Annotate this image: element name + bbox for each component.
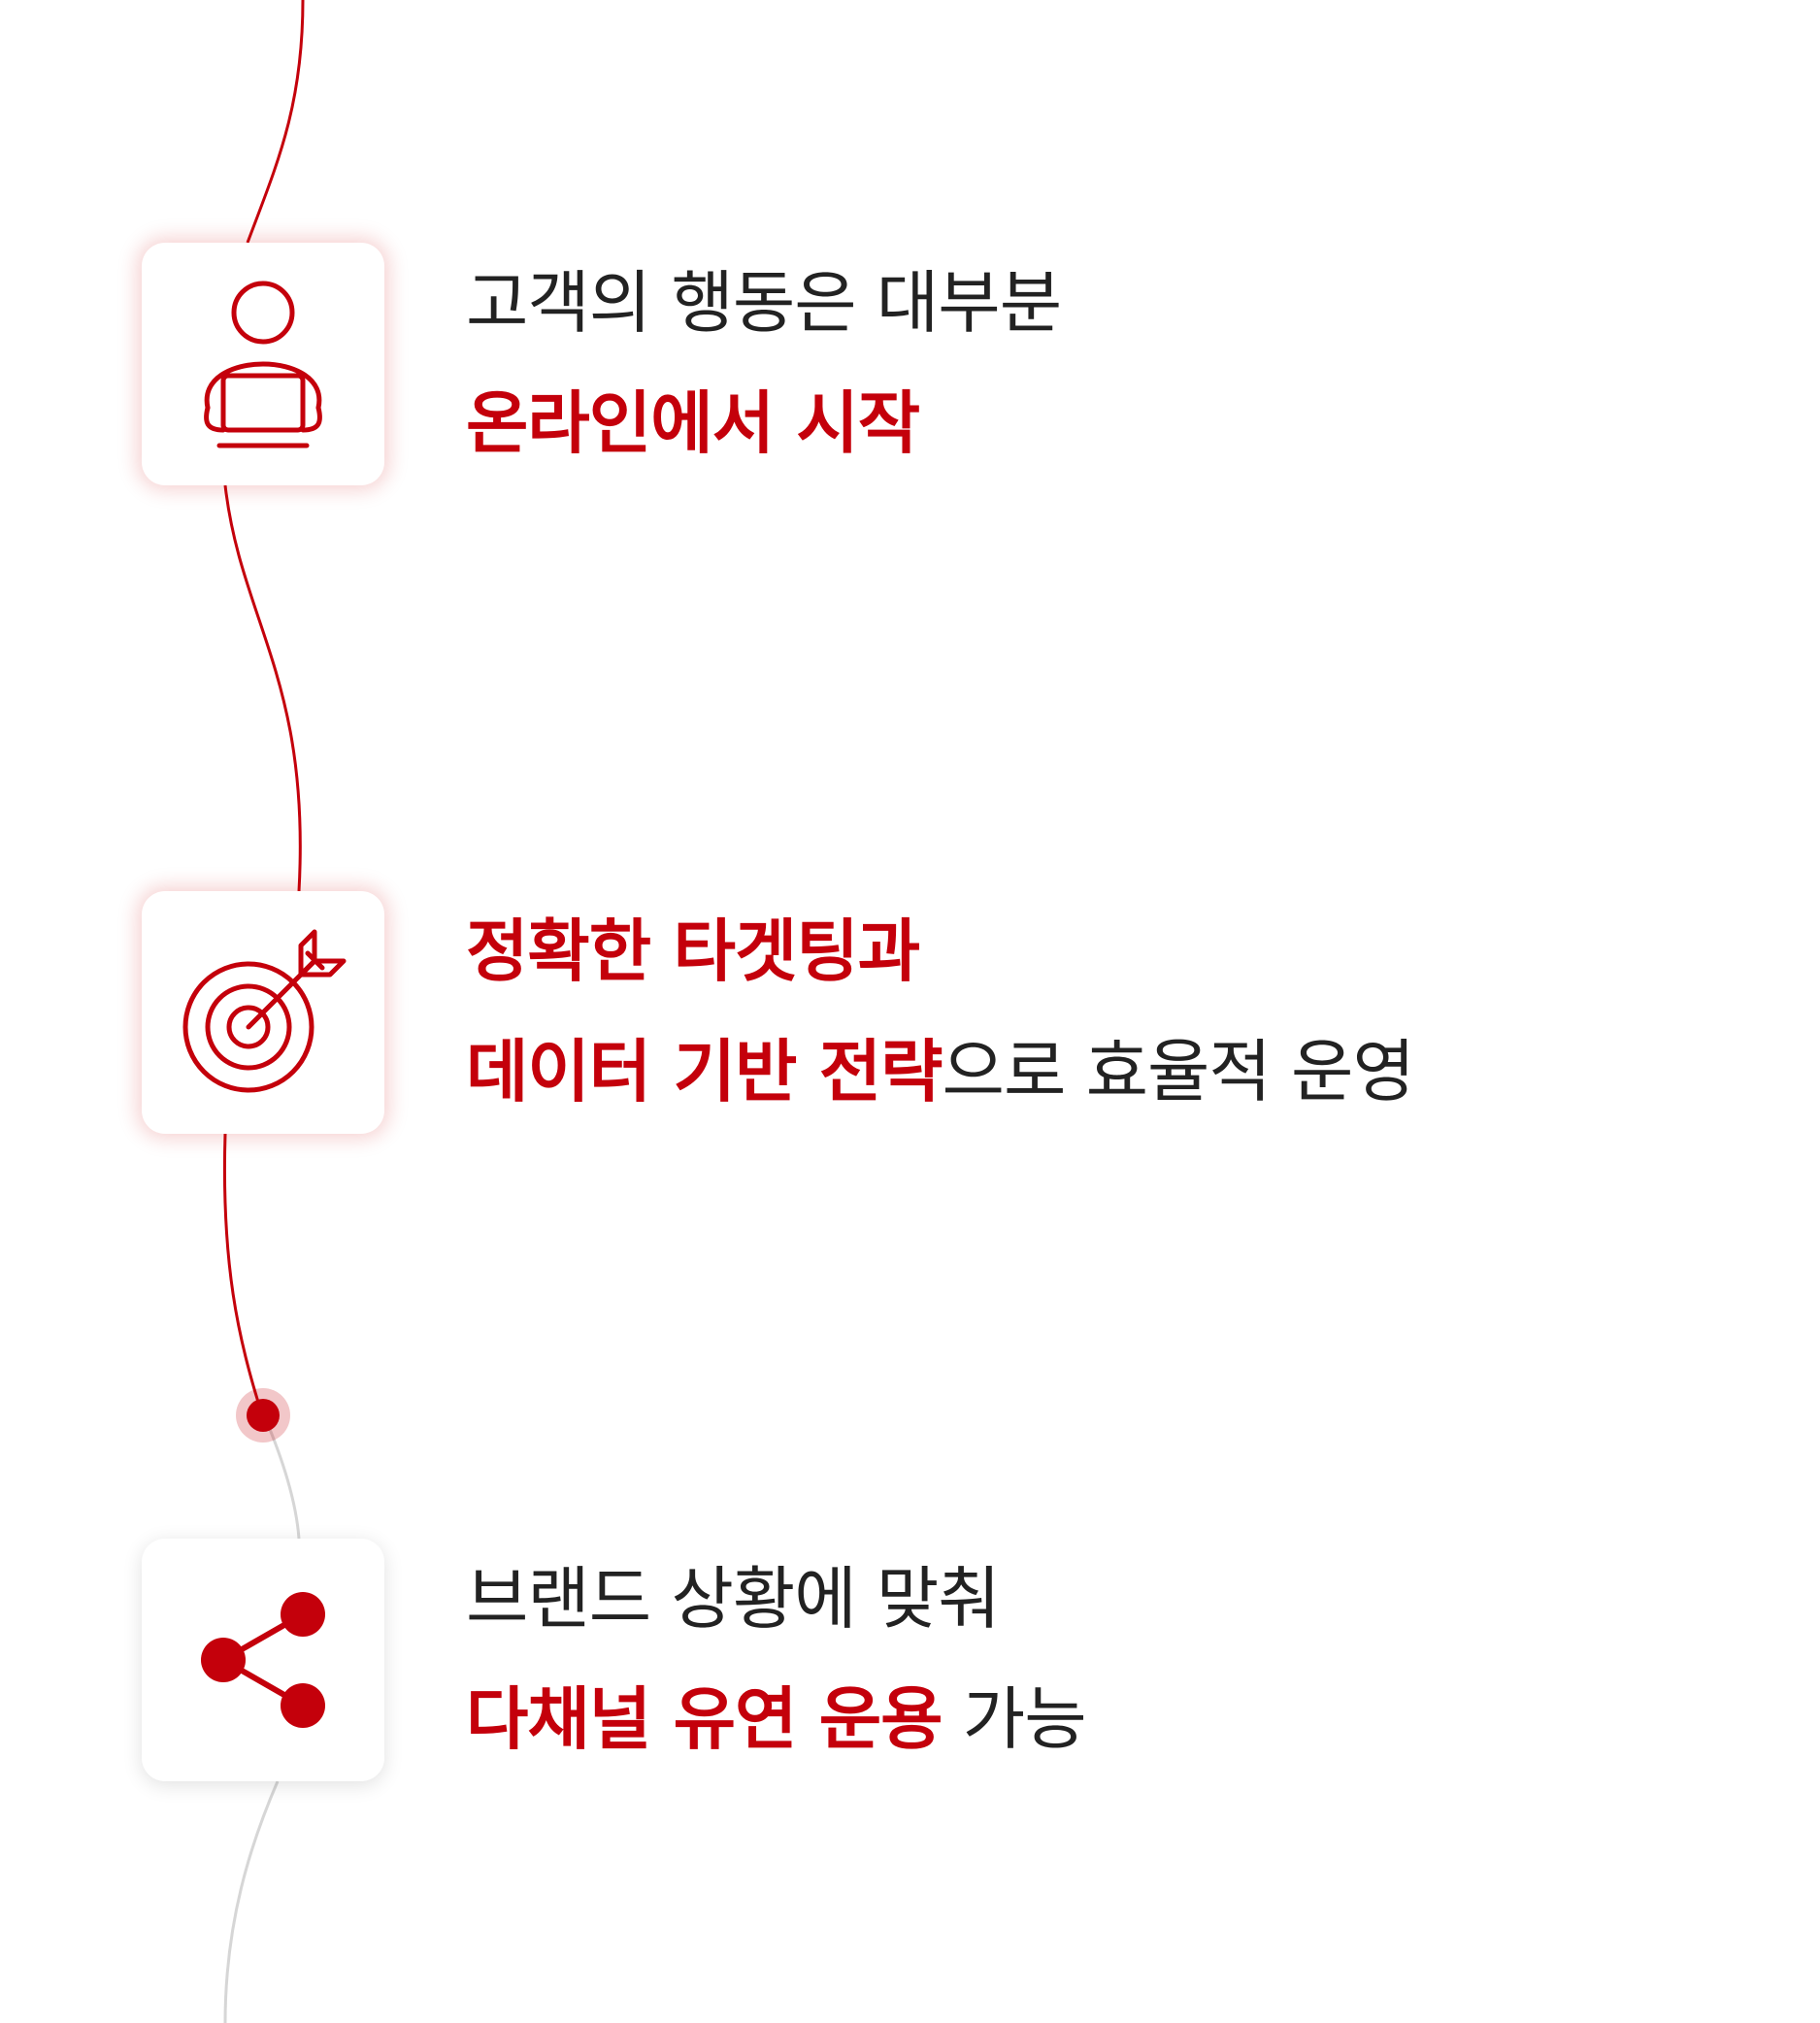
- progress-track-completed: [222, 0, 305, 1415]
- item-3-text: 브랜드 상황에 맞춰 다채널 유연 운용 가능: [466, 1539, 1728, 1779]
- item-1-line-1: 고객의 행동은 대부분: [466, 263, 1062, 343]
- item-1-text: 고객의 행동은 대부분 온라인에서 시작: [466, 243, 1728, 483]
- item-1-line-2: 온라인에서 시작: [466, 383, 920, 463]
- item-3-line-1: 브랜드 상황에 맞춰: [466, 1559, 1001, 1639]
- share-icon: [201, 1592, 325, 1728]
- person-laptop-icon-card: [142, 243, 384, 485]
- target-arrow-icon: [182, 929, 347, 1093]
- item-2-line-2: 데이터 기반 전략으로 효율적 운영: [466, 1032, 1415, 1111]
- item-3-line-2: 다채널 유연 운용 가능: [466, 1679, 1087, 1759]
- progress-marker-dot: [247, 1399, 280, 1432]
- item-2-text: 정확한 타겟팅과 데이터 기반 전략으로 효율적 운영: [466, 891, 1728, 1132]
- item-2-line-1: 정확한 타겟팅과: [466, 912, 920, 991]
- target-arrow-icon-card: [142, 891, 384, 1134]
- person-laptop-icon: [204, 281, 322, 448]
- share-icon-card: [142, 1539, 384, 1781]
